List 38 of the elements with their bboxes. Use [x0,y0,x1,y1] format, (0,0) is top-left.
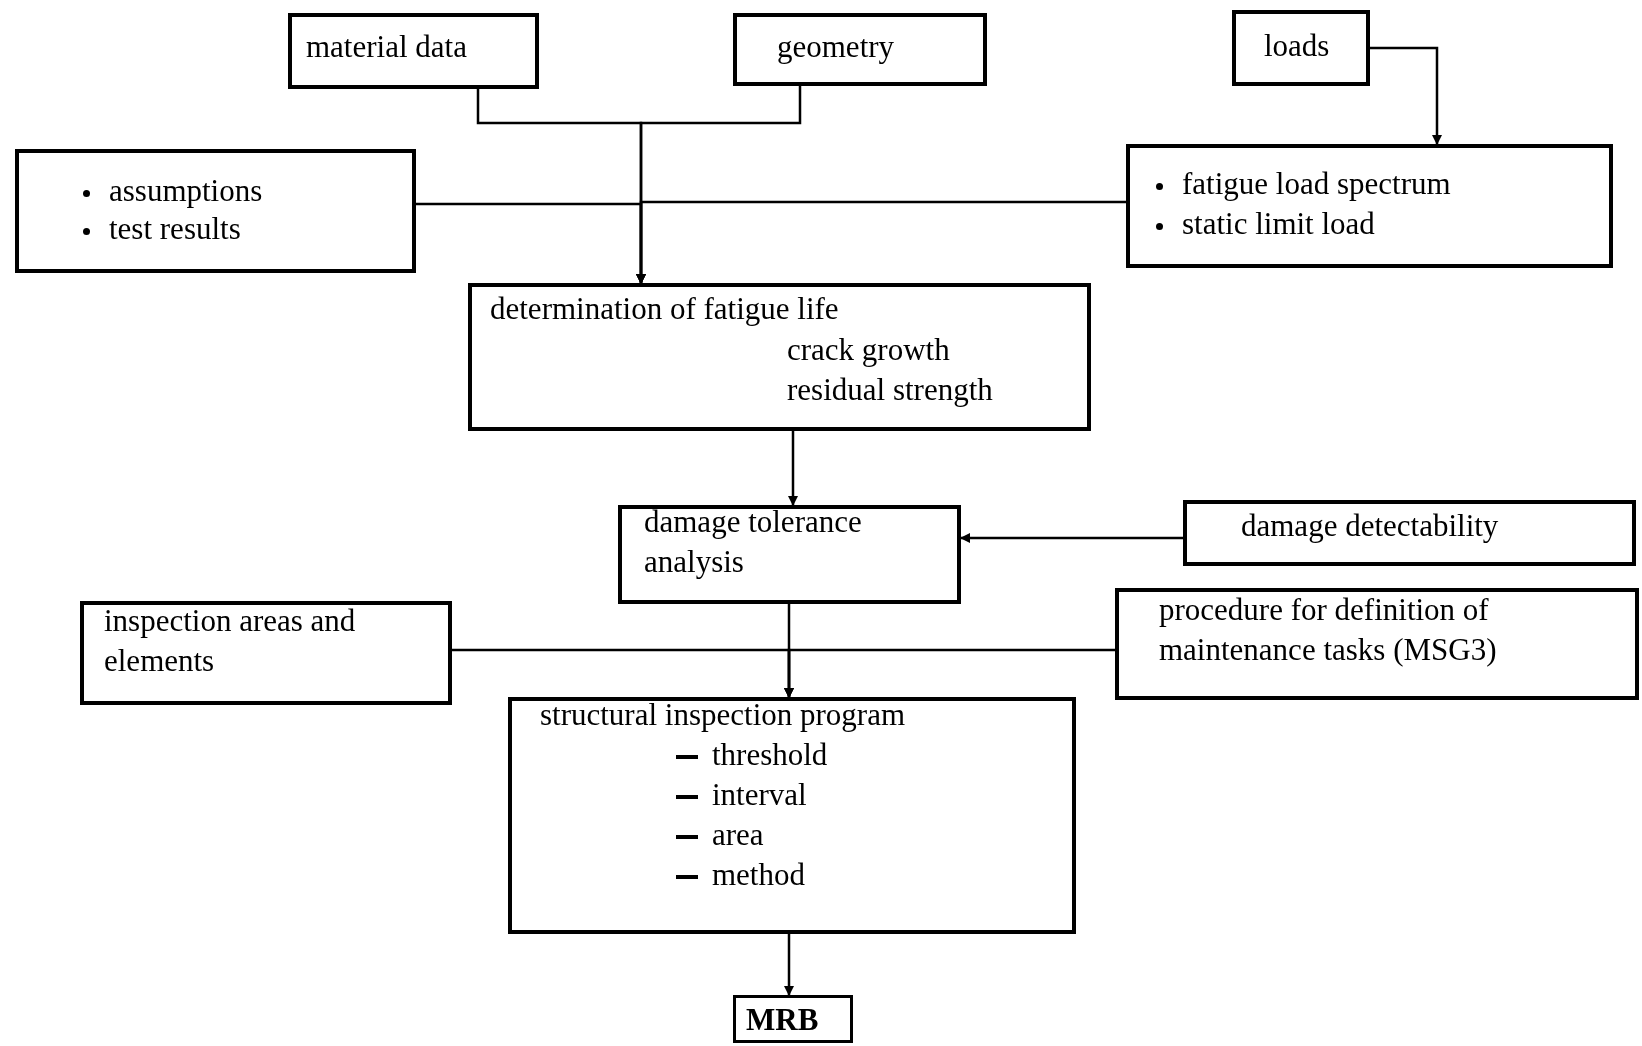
box-text: fatigue load spectrum [1182,165,1451,203]
arrow [784,934,794,996]
box-text: crack growth [787,331,950,369]
box-text: MRB [746,1001,819,1039]
process-box [508,697,1076,934]
box-text: loads [1264,27,1330,65]
box-text: damage detectability [1241,507,1499,545]
process-box [733,995,853,1043]
box-text: method [712,856,805,894]
box-text: inspection areas and elements [104,602,357,681]
box-text: interval [712,776,807,814]
arrow [788,431,798,506]
arrow [636,200,1126,284]
box-text: damage tolerance analysis [644,503,863,582]
process-box [733,13,987,86]
box-text: assumptions [109,172,263,210]
process-box [15,149,416,273]
box-text: static limit load [1182,205,1375,243]
box-text: area [712,816,764,854]
box-heading: determination of fatigue life [490,290,839,328]
process-box [288,13,539,89]
arrow [784,648,1115,698]
box-text: test results [109,210,241,248]
arrow [1370,46,1442,145]
process-box [1183,500,1636,566]
box-text: geometry [777,28,895,66]
box-text: residual strength [787,371,993,409]
box-text: procedure for definition of maintenance tasks (MSG3) [1159,591,1498,670]
process-box [468,283,1091,431]
process-box [1126,144,1613,268]
box-text: threshold [712,736,828,774]
arrow [960,533,1183,543]
process-box [1115,588,1639,700]
box-heading: structural inspection program [540,696,905,734]
process-box [618,505,961,604]
process-box [1232,10,1370,86]
box-text: material data [306,28,467,66]
process-box [80,601,452,705]
